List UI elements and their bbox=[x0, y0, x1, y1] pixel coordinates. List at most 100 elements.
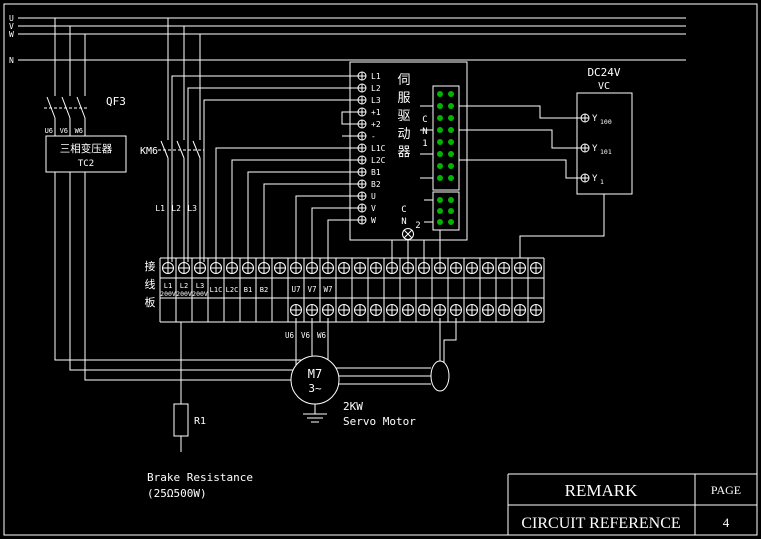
pin-icon bbox=[447, 126, 455, 134]
drive-terminal-stubs bbox=[350, 75, 358, 221]
cn1-label-char: N bbox=[422, 127, 427, 137]
brake-resistor: R1 Brake Resistance (25Ω500W) bbox=[147, 322, 253, 500]
board-label-char: 线 bbox=[145, 277, 156, 291]
drive-terminal-label: W bbox=[371, 216, 376, 225]
motor-name: M7 bbox=[308, 367, 322, 381]
pin-icon bbox=[447, 196, 455, 204]
cn2-socket-cross bbox=[403, 229, 413, 239]
terminal-icon bbox=[338, 304, 350, 316]
terminal-icon bbox=[306, 304, 318, 316]
terminal-icon bbox=[357, 95, 367, 105]
board-label-char: 接 bbox=[145, 260, 156, 273]
cell-label: B2 bbox=[260, 286, 268, 294]
pin-icon bbox=[436, 207, 444, 215]
terminal-board: 接 线 板 bbox=[145, 257, 545, 323]
motor-power: 2KW bbox=[343, 400, 363, 413]
bus-label-v: V bbox=[9, 22, 14, 31]
terminal-icon bbox=[386, 262, 398, 274]
dc-terminal-label: Y bbox=[592, 114, 598, 124]
pin-icon bbox=[436, 174, 444, 182]
terminal-icon bbox=[530, 262, 542, 274]
transformer-box bbox=[45, 135, 127, 173]
bus-label-w: W bbox=[9, 30, 14, 39]
terminal-icon bbox=[357, 119, 367, 129]
drive-terminal-label: L1C bbox=[371, 144, 386, 153]
terminal-icon bbox=[357, 203, 367, 213]
cn1-stubs bbox=[420, 105, 433, 179]
breaker-output-label-u6: U6 bbox=[45, 127, 53, 135]
r1-label: R1 bbox=[194, 416, 206, 427]
cell-label: L2 bbox=[180, 282, 188, 290]
breaker-output-label-v6: V6 bbox=[60, 127, 68, 135]
terminal-icon bbox=[514, 304, 526, 316]
breaker-taps bbox=[54, 18, 86, 96]
terminal-icon bbox=[466, 304, 478, 316]
bus-label-u: U bbox=[9, 14, 14, 23]
terminal-icon bbox=[418, 262, 430, 274]
cn2-stubs bbox=[424, 199, 433, 223]
pin-icon bbox=[447, 138, 455, 146]
phase-label-l3: L3 bbox=[187, 204, 197, 213]
breaker-qf3: QF3 U6 V6 W6 bbox=[44, 18, 126, 136]
terminal-icon bbox=[450, 262, 462, 274]
cell-label: U7 bbox=[291, 285, 300, 294]
cn2-pins bbox=[436, 196, 455, 226]
drive-terminal-label: B2 bbox=[371, 180, 381, 189]
drive-terminal-label: V bbox=[371, 204, 376, 213]
drive-box bbox=[349, 61, 468, 241]
drive-title-vertical: 伺 服 驱 动 器 bbox=[397, 73, 410, 160]
drive-terminal-label: B1 bbox=[371, 168, 381, 177]
drive-terminal-label: L1 bbox=[371, 72, 381, 81]
cn1-label-char: 1 bbox=[422, 139, 427, 149]
title-block-grid bbox=[507, 473, 757, 535]
board-cell-labels: L1 200V L2 200V L3 200V L1C L2C B1 B2 U7… bbox=[160, 282, 332, 298]
power-bus: U V W N bbox=[9, 14, 686, 65]
terminal-icon bbox=[498, 262, 510, 274]
drive-terminal-label: +2 bbox=[371, 120, 381, 129]
terminal-icon bbox=[402, 262, 414, 274]
terminal-icon bbox=[357, 143, 367, 153]
transformer-ref: TC2 bbox=[78, 159, 94, 169]
cell-label: L1 bbox=[164, 282, 172, 290]
transformer-name: 三相变压器 bbox=[60, 142, 113, 155]
terminal-icon bbox=[370, 262, 382, 274]
terminal-icon bbox=[450, 304, 462, 316]
breaker-output-label-w6: W6 bbox=[75, 127, 83, 135]
terminal-icon bbox=[466, 262, 478, 274]
terminal-icon bbox=[482, 304, 494, 316]
pin-icon bbox=[447, 150, 455, 158]
cn1-label-char: C bbox=[422, 115, 427, 125]
cell-label: L3 bbox=[196, 282, 204, 290]
bus-lines bbox=[18, 17, 686, 61]
dc-terminal-label: Y bbox=[592, 174, 598, 184]
transformer-tc2: 三相变压器 TC2 bbox=[45, 135, 302, 381]
page-border bbox=[3, 3, 758, 536]
terminal-icon bbox=[482, 262, 494, 274]
drive-terminal-label: L2 bbox=[371, 84, 381, 93]
terminal-icon bbox=[514, 262, 526, 274]
terminal-icon bbox=[354, 304, 366, 316]
terminal-icon bbox=[338, 262, 350, 274]
motor-phase: 3~ bbox=[308, 382, 322, 395]
cell-label: L2C bbox=[226, 286, 239, 294]
terminal-icon bbox=[357, 191, 367, 201]
pin-icon bbox=[436, 218, 444, 226]
drive-to-board-wiring bbox=[171, 75, 350, 262]
page-label: PAGE bbox=[711, 483, 741, 497]
pin-icon bbox=[447, 218, 455, 226]
drive-terminal-label: L2C bbox=[371, 156, 386, 165]
dc-title: DC24V bbox=[587, 66, 620, 79]
dc-terminal-sub: 100 bbox=[600, 118, 612, 126]
terminal-icon bbox=[357, 155, 367, 165]
contactor-taps bbox=[167, 18, 201, 140]
drive-terminal-label: L3 bbox=[371, 96, 381, 105]
cn2-box bbox=[432, 191, 460, 231]
drive-terminal-label: U bbox=[371, 192, 376, 201]
pin-icon bbox=[447, 162, 455, 170]
bus-label-n: N bbox=[9, 56, 14, 65]
pin-icon bbox=[447, 174, 455, 182]
terminal-icon bbox=[386, 304, 398, 316]
brake-caption-1: Brake Resistance bbox=[147, 471, 253, 484]
